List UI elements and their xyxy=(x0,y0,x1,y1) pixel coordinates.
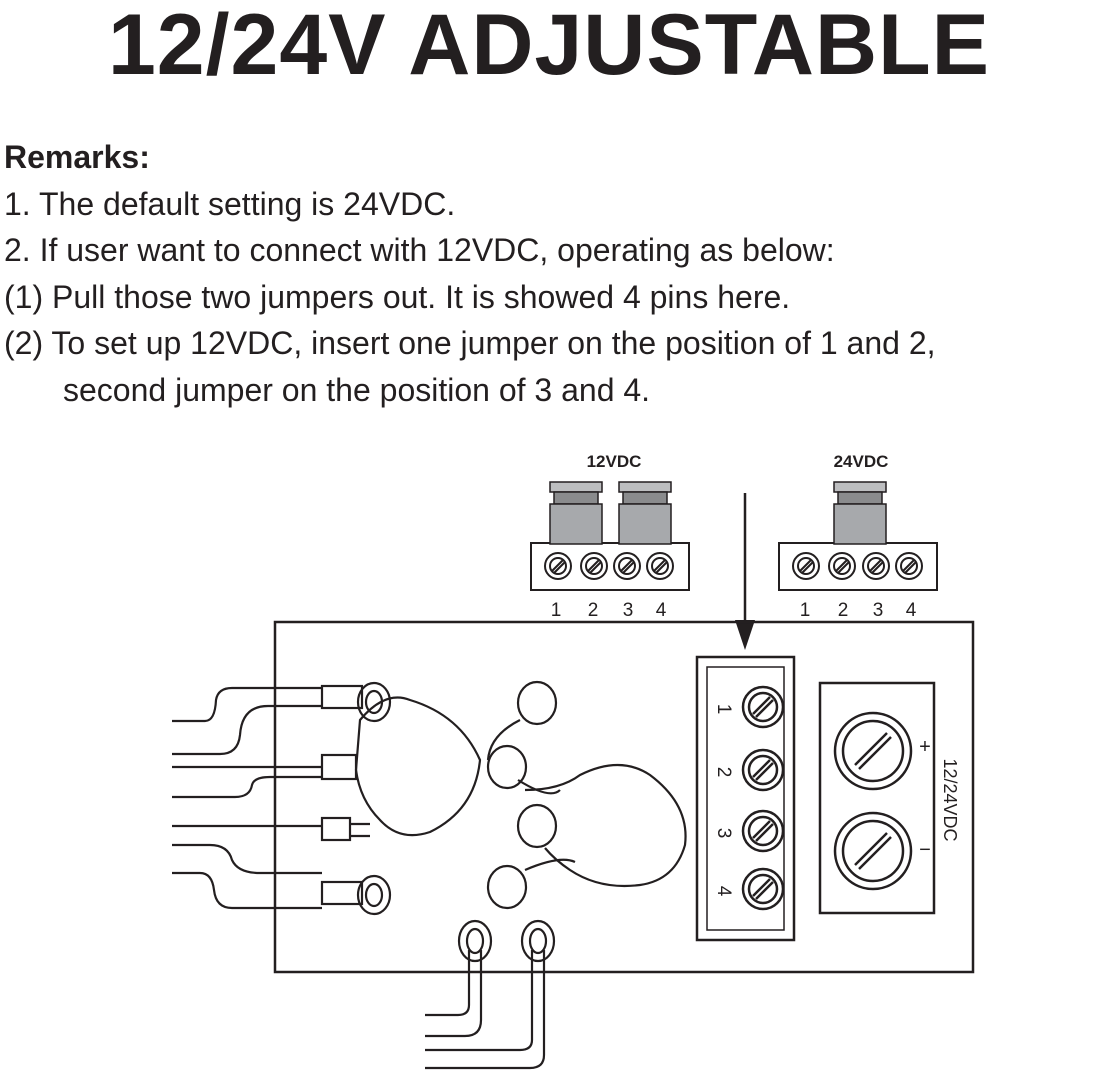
label-12vdc: 12VDC xyxy=(587,452,642,471)
pin-label: 4 xyxy=(656,600,667,621)
plus-label: + xyxy=(919,736,931,758)
pin-label: 3 xyxy=(873,600,884,621)
board-jumper-block: 1 2 3 4 xyxy=(695,655,796,942)
pin-label: 1 xyxy=(800,600,811,621)
pin-label: 4 xyxy=(906,600,917,621)
pin-label: 3 xyxy=(623,600,634,621)
output-terminal: + − 12/24VDC xyxy=(818,681,960,915)
remarks-block: Remarks: 1. The default setting is 24VDC… xyxy=(4,134,1098,413)
label-24vdc: 24VDC xyxy=(834,452,889,471)
remark-line-5: second jumper on the position of 3 and 4… xyxy=(63,371,651,408)
pin-label: 2 xyxy=(588,600,599,621)
remark-line-3: (1) Pull those two jumpers out. It is sh… xyxy=(4,278,791,315)
pin-label: 1 xyxy=(713,704,734,715)
header-24vdc: 24VDC 1 2 3 4 xyxy=(778,452,938,621)
remark-line-4: (2) To set up 12VDC, insert one jumper o… xyxy=(4,325,936,361)
remark-line-2: 2. If user want to connect with 12VDC, o… xyxy=(4,232,835,268)
remarks-heading: Remarks: xyxy=(4,139,150,175)
pin-label: 2 xyxy=(838,600,849,621)
power-board xyxy=(273,620,975,974)
pin-label: 1 xyxy=(551,600,562,621)
jumper-12v-pins-1-2 xyxy=(549,481,603,545)
pin-label: 3 xyxy=(713,828,734,839)
output-voltage-label: 12/24VDC xyxy=(940,758,960,841)
arrow-icon xyxy=(735,493,755,650)
jumper-24v-pins-2-3 xyxy=(833,481,887,545)
pin-label: 2 xyxy=(713,767,734,778)
header-12vdc: 12VDC 1 2 3 4 xyxy=(530,452,690,621)
pin-label: 4 xyxy=(713,886,734,897)
page-title: 12/24V ADJUSTABLE xyxy=(107,0,991,93)
minus-label: − xyxy=(919,839,931,861)
remark-line-1: 1. The default setting is 24VDC. xyxy=(4,185,456,222)
jumper-12v-pins-3-4 xyxy=(618,481,672,545)
transformer-wiring xyxy=(172,680,687,1070)
